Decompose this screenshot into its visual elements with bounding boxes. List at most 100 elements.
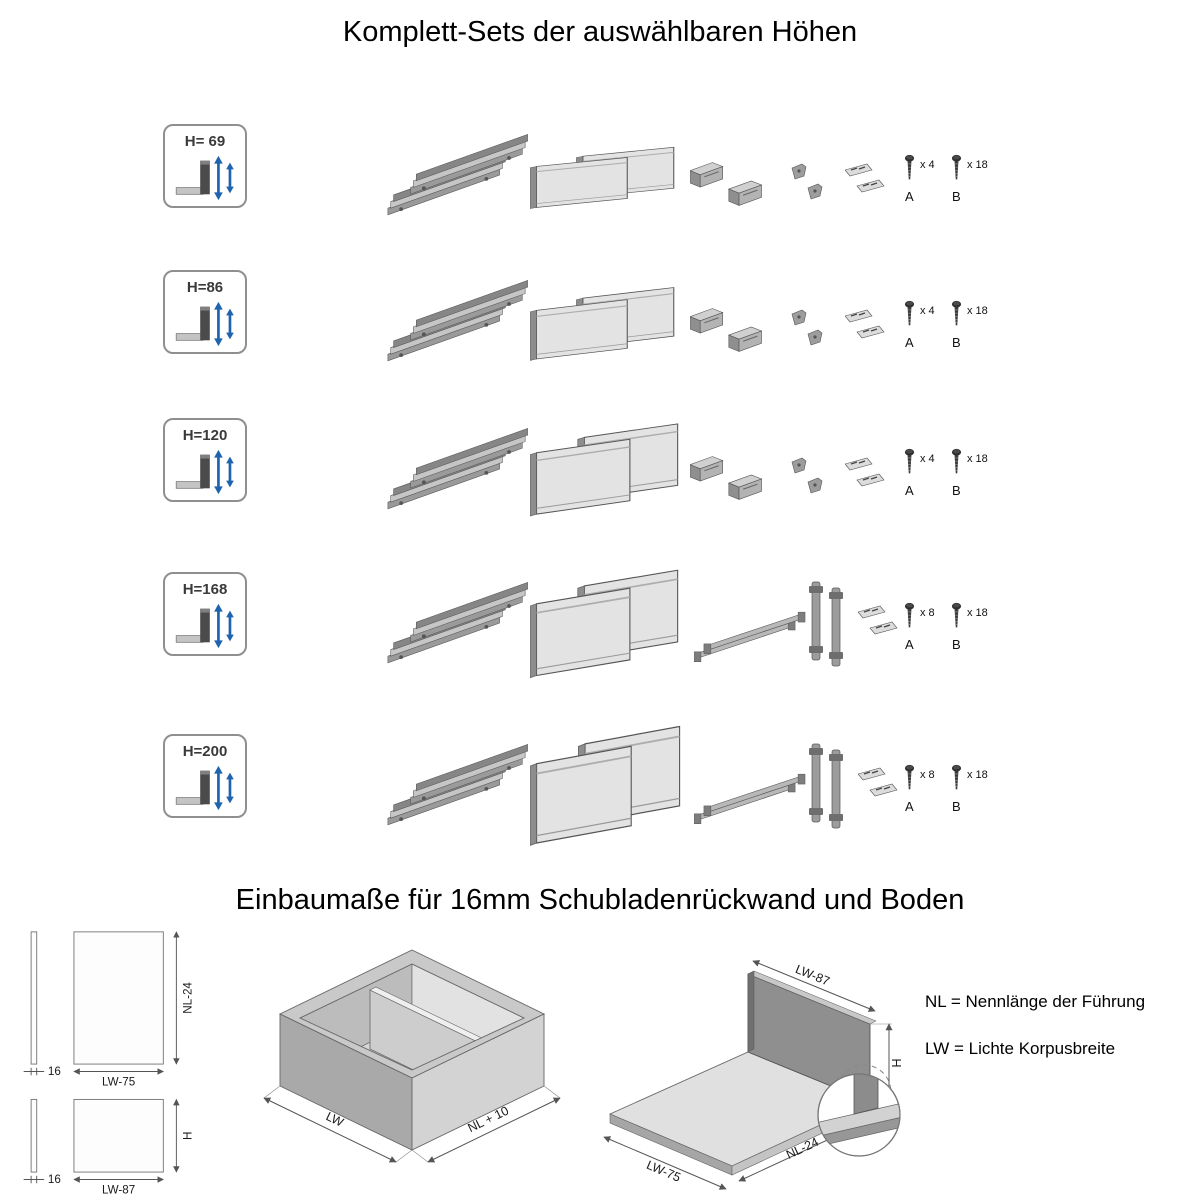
screw-a-group: x 4 A — [903, 448, 951, 498]
height-badge: H=168 — [163, 572, 247, 656]
drawer-side-panels-illustration — [530, 724, 684, 848]
screw-b-count: x 18 — [967, 769, 988, 781]
slide-rails-illustration — [386, 278, 528, 366]
screw-b-group: x 18 B — [950, 300, 998, 350]
screw-b-count: x 18 — [967, 607, 988, 619]
dim-lw75: LW-75 — [102, 1075, 135, 1088]
screw-b-group: x 18 B — [950, 448, 998, 498]
height-label: H=168 — [182, 581, 228, 598]
height-badge: H=200 — [163, 734, 247, 818]
legend-nl: NL = Nennlänge der Führung — [925, 992, 1146, 1011]
rear-brackets-illustration — [690, 302, 784, 360]
cover-plates-illustration — [845, 308, 889, 344]
screw-a-group: x 4 A — [903, 154, 951, 204]
drawer-side-panels-illustration — [530, 422, 682, 518]
cover-plates-illustration — [858, 604, 902, 640]
flat-dimension-drawing: 16 LW-75 NL-24 16 LW-87 H — [23, 931, 194, 1196]
screw-b-group: x 18 B — [950, 154, 998, 204]
height-label: H=86 — [186, 279, 224, 296]
isometric-drawer-box: LW NL + 10 — [263, 949, 561, 1163]
cover-plates-illustration — [845, 456, 889, 492]
cover-plates-illustration — [845, 162, 889, 198]
section-title: Einbaumaße für 16mm Schubladenrückwand u… — [235, 884, 965, 916]
screw-a-letter: A — [905, 335, 914, 350]
screw-a-group: x 4 A — [903, 300, 951, 350]
screw-b-group: x 18 B — [950, 602, 998, 652]
rear-brackets-illustration — [690, 156, 784, 214]
cover-plates-illustration — [858, 766, 902, 802]
drawer-side-panels-illustration — [530, 286, 678, 362]
isometric-bottom-and-backwall: LW-87 H NL-24 LW-75 — [603, 960, 904, 1190]
screw-icon — [951, 300, 962, 326]
screw-a-letter: A — [905, 637, 914, 652]
screw-b-letter: B — [952, 637, 961, 652]
dim-16-bottom: 16 — [48, 1173, 61, 1186]
screw-icon — [951, 448, 962, 474]
drawer-height-icon — [175, 449, 235, 495]
screw-icon — [904, 154, 915, 180]
screw-a-count: x 8 — [920, 769, 935, 781]
height-badge: H=120 — [163, 418, 247, 502]
screw-b-letter: B — [952, 335, 961, 350]
screw-icon — [904, 602, 915, 628]
front-clips-illustration — [790, 160, 830, 204]
screw-a-letter: A — [905, 799, 914, 814]
dim-nl24: NL-24 — [181, 982, 194, 1014]
front-clips-illustration — [790, 454, 830, 498]
screw-b-count: x 18 — [967, 159, 988, 171]
drawer-side-panels-illustration — [530, 146, 678, 210]
slide-rails-illustration — [386, 580, 528, 668]
set-row-h69: H= 69 x 4 A x 18 B — [0, 112, 1200, 262]
screw-icon — [904, 300, 915, 326]
back-panel-brackets-illustration — [806, 742, 850, 838]
dim-h-flat: H — [181, 1132, 194, 1140]
slide-rails-illustration — [386, 742, 528, 830]
height-badge: H=86 — [163, 270, 247, 354]
screw-a-group: x 8 A — [903, 602, 951, 652]
drawer-height-icon — [175, 765, 235, 811]
drawer-height-icon — [175, 155, 235, 201]
page-title: Komplett-Sets der auswählbaren Höhen — [342, 16, 858, 48]
gallery-rails-illustration — [694, 762, 808, 824]
screw-b-count: x 18 — [967, 453, 988, 465]
screw-a-group: x 8 A — [903, 764, 951, 814]
dim-lw87-flat: LW-87 — [102, 1183, 135, 1196]
screw-b-group: x 18 B — [950, 764, 998, 814]
height-badge: H= 69 — [163, 124, 247, 208]
drawer-height-icon — [175, 301, 235, 347]
legend-lw: LW = Lichte Korpusbreite — [925, 1039, 1116, 1058]
screw-b-count: x 18 — [967, 305, 988, 317]
set-row-h200: H=200 x 8 A x 18 B — [0, 722, 1200, 872]
slide-rails-illustration — [386, 426, 528, 514]
back-panel-brackets-illustration — [806, 580, 850, 676]
dim-lw87: LW-87 — [793, 962, 831, 989]
corner-detail-view — [817, 1073, 901, 1157]
screw-a-count: x 8 — [920, 607, 935, 619]
screw-icon — [951, 602, 962, 628]
rear-brackets-illustration — [690, 450, 784, 508]
screw-a-count: x 4 — [920, 159, 935, 171]
screw-b-letter: B — [952, 189, 961, 204]
screw-icon — [951, 154, 962, 180]
screw-a-letter: A — [905, 189, 914, 204]
screw-b-letter: B — [952, 483, 961, 498]
front-clips-illustration — [790, 306, 830, 350]
set-row-h168: H=168 x 8 A x 18 B — [0, 560, 1200, 710]
legend: NL = Nennlänge der Führung LW = Lichte K… — [925, 992, 1145, 1086]
height-label: H= 69 — [184, 133, 226, 150]
screw-icon — [951, 764, 962, 790]
set-row-h86: H=86 x 4 A x 18 B — [0, 258, 1200, 408]
screw-a-letter: A — [905, 483, 914, 498]
screw-icon — [904, 448, 915, 474]
screw-a-count: x 4 — [920, 305, 935, 317]
dim-16-top: 16 — [48, 1065, 61, 1078]
drawer-side-panels-illustration — [530, 568, 682, 680]
set-row-h120: H=120 x 4 A x 18 B — [0, 406, 1200, 556]
screw-icon — [904, 764, 915, 790]
gallery-rails-illustration — [694, 600, 808, 662]
height-label: H=200 — [182, 743, 228, 760]
slide-rails-illustration — [386, 132, 528, 220]
drawer-height-icon — [175, 603, 235, 649]
screw-a-count: x 4 — [920, 453, 935, 465]
